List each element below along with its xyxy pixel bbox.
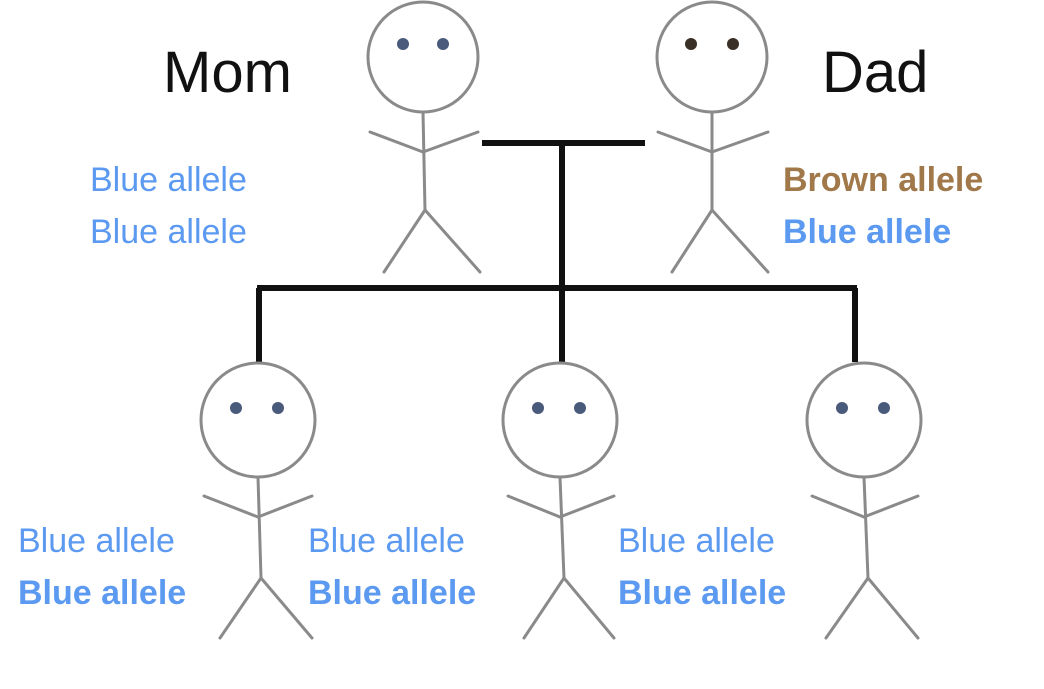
child-3-left-arm	[810, 494, 866, 519]
child-2-stick-figure	[501, 361, 619, 640]
mom-head	[366, 0, 480, 114]
mom-right-leg	[423, 208, 482, 274]
dad-left-arm	[656, 130, 714, 154]
family-tree-lines	[256, 140, 858, 362]
mom-right-arm	[421, 130, 480, 154]
child-3-head	[805, 361, 923, 479]
dad-allele-1: Brown allele	[783, 161, 984, 199]
child-1-right-arm	[256, 494, 314, 519]
child-2-allele-2: Blue allele	[308, 574, 477, 612]
dad-stick-figure	[655, 0, 770, 274]
child-2-right-arm	[558, 494, 616, 519]
child-1-left-leg	[218, 576, 263, 640]
mom-left-arm	[368, 130, 425, 154]
child-1-body	[256, 475, 263, 580]
child-2-left-eye	[532, 402, 544, 414]
child-2-left-arm	[506, 494, 562, 519]
child-2-allele-1: Blue allele	[308, 522, 465, 560]
child-1-stick-figure	[199, 361, 317, 640]
mom-left-leg	[382, 208, 427, 274]
dad-right-arm	[710, 130, 770, 154]
child-2-left-leg	[522, 576, 566, 640]
child-3-body	[862, 475, 870, 580]
child-1-allele-1: Blue allele	[18, 522, 175, 560]
mom-label: Mom	[163, 40, 292, 105]
mom-body	[421, 110, 427, 212]
child-1-head	[199, 361, 317, 479]
child-3-allele-1: Blue allele	[618, 522, 775, 560]
mom-right-eye	[437, 38, 449, 50]
mom-allele-1: Blue allele	[90, 161, 247, 199]
child-3-allele-2: Blue allele	[618, 574, 787, 612]
dad-head	[655, 0, 769, 114]
child-3-right-arm	[862, 494, 920, 519]
child-2-right-eye	[574, 402, 586, 414]
dad-right-eye	[727, 38, 739, 50]
dad-label: Dad	[822, 40, 929, 105]
child-1-allele-2: Blue allele	[18, 574, 187, 612]
dad-left-leg	[670, 208, 714, 274]
child-2-head	[501, 361, 619, 479]
child-3-left-leg	[824, 576, 870, 640]
child-1-left-arm	[202, 494, 260, 519]
child-3-right-eye	[878, 402, 890, 414]
child-1-right-leg	[259, 576, 314, 640]
dad-allele-2: Blue allele	[783, 213, 952, 251]
child-2-right-leg	[562, 576, 616, 640]
dad-left-eye	[685, 38, 697, 50]
child-2-body	[558, 475, 566, 580]
child-1-left-eye	[230, 402, 242, 414]
child-3-right-leg	[866, 576, 920, 640]
mom-left-eye	[397, 38, 409, 50]
mom-stick-figure	[366, 0, 482, 274]
dad-right-leg	[710, 208, 770, 274]
mom-allele-2: Blue allele	[90, 213, 247, 251]
child-3-left-eye	[836, 402, 848, 414]
child-3-stick-figure	[805, 361, 923, 640]
child-1-right-eye	[272, 402, 284, 414]
